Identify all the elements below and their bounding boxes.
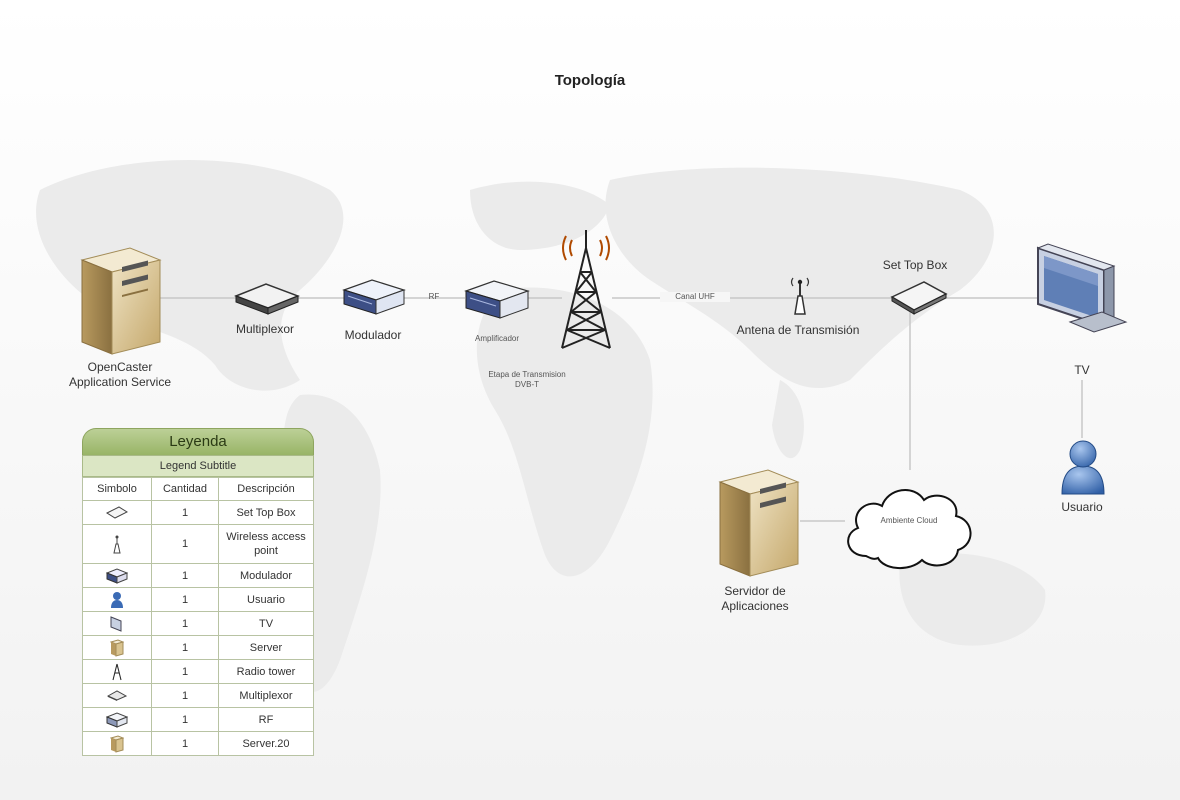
multiplexor-icon (107, 689, 127, 701)
server-icon (110, 638, 124, 657)
legend-desc: Set Top Box (218, 500, 314, 525)
legend-table: Simbolo Cantidad Descripción 1 Set Top B… (82, 477, 314, 756)
amplificador-icon (464, 280, 530, 319)
legend-header-row: Simbolo Cantidad Descripción (82, 477, 314, 501)
legend-header-descripcion: Descripción (218, 477, 314, 501)
legend-qty: 1 (151, 500, 219, 525)
wireless-access-point-icon (113, 535, 121, 554)
legend-qty: 1 (151, 611, 219, 636)
usuario-icon (111, 591, 123, 608)
antena-icon (790, 277, 810, 315)
legend-desc: TV (218, 611, 314, 636)
cloud-icon (847, 488, 972, 569)
legend-qty: 1 (151, 635, 219, 660)
legend-qty: 1 (151, 587, 219, 612)
multiplexor-icon (234, 283, 300, 315)
amplificador-label: Amplificador (474, 334, 519, 343)
legend-title: Leyenda (82, 428, 314, 455)
opencaster-label: OpenCaster Application Service (68, 360, 172, 389)
legend-qty: 1 (151, 524, 219, 564)
legend-row: 1 Radio tower (82, 659, 314, 684)
legend-desc: RF (218, 707, 314, 732)
legend-desc: Server (218, 635, 314, 660)
radio-tower-icon (561, 230, 611, 349)
legend-desc: Multiplexor (218, 683, 314, 708)
usuario-icon (1061, 440, 1105, 495)
servidor-aplicaciones-icon (718, 469, 800, 577)
legend-desc: Wireless access point (218, 524, 314, 564)
legend-row: 1 TV (82, 611, 314, 636)
page-title: Topología (554, 72, 626, 89)
legend-row: 1 Modulador (82, 563, 314, 588)
etapa-label: Etapa de Transmision DVB-T (488, 370, 566, 389)
set-top-box-icon (106, 505, 128, 519)
opencaster-server-icon (80, 247, 162, 355)
antena-label: Antena de Transmisión (736, 323, 860, 337)
legend-qty: 1 (151, 659, 219, 684)
legend-header-cantidad: Cantidad (151, 477, 219, 501)
legend-row: 1 Server (82, 635, 314, 660)
radio-tower-icon (112, 663, 122, 680)
modulador-icon (342, 279, 406, 315)
legend-qty: 1 (151, 683, 219, 708)
modulador-label: Modulador (344, 328, 402, 342)
set-top-box-label: Set Top Box (882, 258, 948, 272)
rf-icon (106, 711, 128, 728)
legend-desc: Modulador (218, 563, 314, 588)
legend-row: 1 Server.20 (82, 731, 314, 756)
rf-link-label: RF (428, 292, 440, 301)
cloud-label: Ambiente Cloud (880, 516, 938, 525)
canal-uhf-label: Canal UHF (660, 292, 730, 302)
usuario-label: Usuario (1061, 500, 1103, 514)
legend-row: 1 Multiplexor (82, 683, 314, 708)
server-20-icon (110, 734, 124, 753)
legend-desc: Usuario (218, 587, 314, 612)
servidor-label: Servidor de Aplicaciones (721, 584, 789, 613)
set-top-box-icon (890, 281, 948, 315)
legend-header-simbolo: Simbolo (82, 477, 152, 501)
tv-label: TV (1074, 363, 1090, 377)
tv-icon (1036, 243, 1128, 333)
legend-desc: Radio tower (218, 659, 314, 684)
legend-row: 1 Usuario (82, 587, 314, 612)
legend-row: 1 Wireless access point (82, 524, 314, 564)
multiplexor-label: Multiplexor (235, 322, 295, 336)
legend-row: 1 RF (82, 707, 314, 732)
tv-icon (110, 615, 122, 632)
legend-qty: 1 (151, 707, 219, 732)
legend-row: 1 Set Top Box (82, 500, 314, 525)
legend-qty: 1 (151, 731, 219, 756)
modulador-icon (106, 567, 128, 584)
legend: Leyenda Legend Subtitle Simbolo Cantidad… (82, 428, 314, 756)
legend-qty: 1 (151, 563, 219, 588)
legend-desc: Server.20 (218, 731, 314, 756)
legend-subtitle: Legend Subtitle (82, 455, 314, 477)
